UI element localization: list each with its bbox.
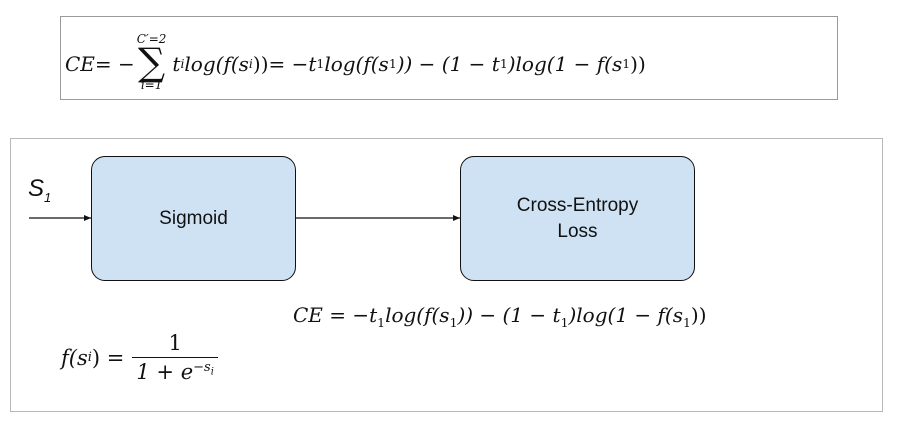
binary-ce-equation: CE = −t1log(f(s1)) − (1 − t1)log(1 − f(s… — [293, 303, 707, 330]
summation: C′=2 ∑ i=1 — [137, 33, 167, 91]
sigmoid-fraction: 1 1 + e−si — [132, 331, 218, 384]
input-s-symbol: S — [28, 175, 45, 202]
summation-lower-limit: i=1 — [140, 78, 163, 92]
sig-lhs-end: ) = — [91, 345, 125, 370]
input-s-sub: 1 — [44, 189, 52, 205]
sigmoid-ce-diagram: S1 Sigmoid Cross-Entropy Loss CE = −t1lo… — [10, 138, 883, 412]
denom-exp-sub: i — [210, 366, 214, 378]
summation-upper-limit: C′=2 — [136, 32, 167, 46]
log-part-a-sub: i — [248, 56, 253, 71]
rhs-log-a-close: )) − (1 − t — [396, 52, 500, 76]
term-t: t — [172, 52, 181, 76]
ce2-end: )) — [690, 303, 707, 327]
rhs-close: )) — [630, 52, 646, 76]
diagram-arrows — [29, 215, 460, 221]
rhs-log-a: log(f(s — [324, 52, 389, 76]
sigmoid-numerator: 1 — [168, 331, 182, 355]
equals-neg-t: = −t — [268, 52, 317, 76]
cross-entropy-label: Cross-Entropy Loss — [516, 194, 639, 242]
ce2-sub3: 1 — [560, 315, 569, 330]
rhs-log-b: )log(1 − f(s — [507, 52, 623, 76]
summation-symbol: ∑ — [138, 40, 166, 84]
rhs-b-sub: 1 — [499, 56, 508, 71]
ce2-mid1: log(f(s — [385, 303, 450, 327]
sig-lhs: f(s — [61, 345, 88, 370]
sigmoid-label: Sigmoid — [159, 207, 228, 229]
log-part-a: log(f(s — [184, 52, 249, 76]
sigmoid-block: Sigmoid — [91, 156, 296, 281]
sig-lhs-sub: i — [87, 350, 92, 365]
denom-exponent: −si — [193, 360, 214, 378]
ce2-sub2: 1 — [449, 315, 458, 330]
rhs-log-a-sub: 1 — [388, 56, 397, 71]
ce2-mid3: )log(1 − f(s — [568, 303, 683, 327]
denom-exp-text: −s — [193, 360, 211, 375]
log-part-a-close: )) — [252, 52, 269, 76]
ce2-sub1: 1 — [377, 315, 386, 330]
input-s1-label: S1 — [28, 175, 51, 205]
term-t-sub: i — [180, 56, 185, 71]
ce2-mid2: )) − (1 − t — [457, 303, 561, 327]
ce-symbol: CE — [65, 52, 95, 76]
equals-neg-t-sub: 1 — [316, 56, 325, 71]
cross-entropy-loss-block: Cross-Entropy Loss — [460, 156, 695, 281]
sigmoid-denominator: 1 + e−si — [132, 357, 218, 384]
ce2-sub4: 1 — [683, 315, 691, 330]
rhs-c-sub: 1 — [622, 56, 631, 71]
equals-minus: = − — [94, 52, 135, 76]
denom-base: 1 + e — [136, 360, 194, 384]
ce2-lhs: CE = −t — [293, 303, 378, 327]
